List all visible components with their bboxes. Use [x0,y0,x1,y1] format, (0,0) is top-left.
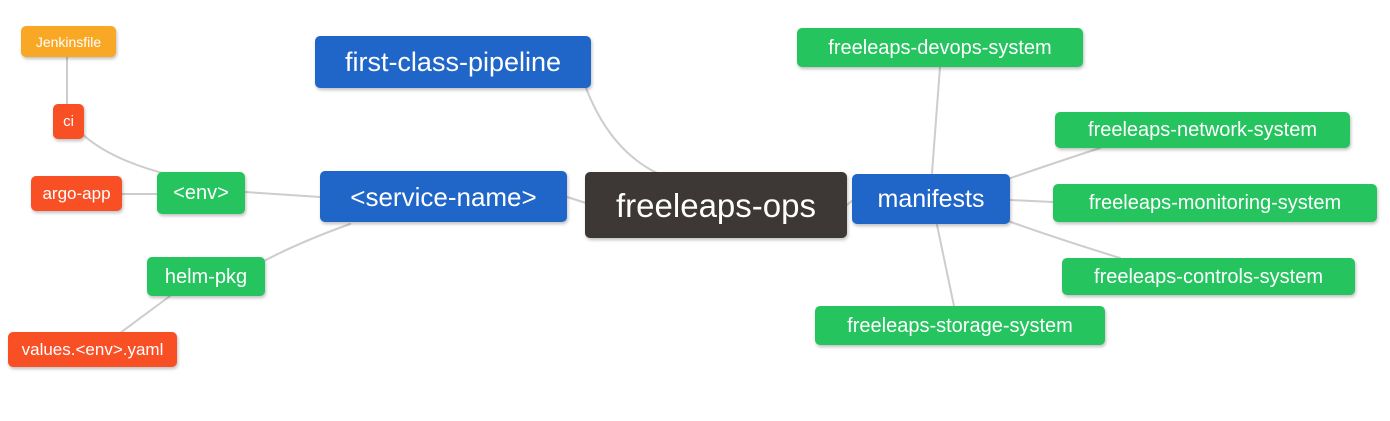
node-argo-app[interactable]: argo-app [31,176,122,211]
edge-pipeline-freeleaps-ops [585,87,658,174]
node-network-system[interactable]: freeleaps-network-system [1055,112,1350,148]
edge-manifests-devops [931,66,941,174]
edge-manifests-network [1007,147,1101,180]
node-first-class-pipeline[interactable]: first-class-pipeline [315,36,591,88]
edge-service-name-freeleaps-ops [566,196,587,204]
edge-manifests-monitoring [1009,199,1054,203]
node-service-name[interactable]: <service-name> [320,171,567,222]
edge-helm-pkg-service-name [263,223,351,262]
node-values-env-yaml[interactable]: values.<env>.yaml [8,332,177,367]
node-devops-system[interactable]: freeleaps-devops-system [797,28,1083,67]
node-storage-system[interactable]: freeleaps-storage-system [815,306,1105,345]
node-helm-pkg[interactable]: helm-pkg [147,257,265,296]
edge-env-service-name [244,191,321,198]
node-ci[interactable]: ci [53,104,84,139]
node-controls-system[interactable]: freeleaps-controls-system [1062,258,1355,295]
edge-manifests-controls [1007,220,1121,259]
edge-values-helm-pkg [119,295,171,334]
node-jenkinsfile[interactable]: Jenkinsfile [21,26,116,57]
edge-manifests-storage [936,224,955,307]
node-freeleaps-ops[interactable]: freeleaps-ops [585,172,847,238]
node-env[interactable]: <env> [157,172,245,214]
node-monitoring-system[interactable]: freeleaps-monitoring-system [1053,184,1377,222]
edge-ci-env [80,132,171,176]
node-manifests[interactable]: manifests [852,174,1010,224]
